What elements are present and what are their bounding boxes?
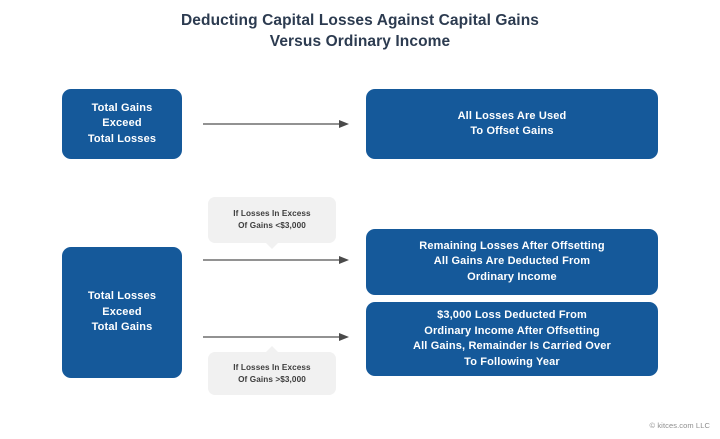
callout-tail-down <box>265 242 279 249</box>
node-total-gains-exceed-total-losses: Total Gains Exceed Total Losses <box>62 89 182 159</box>
arrow-losses-to-remaining-losses <box>203 256 349 264</box>
copyright-credit: © kitces.com LLC <box>649 421 710 430</box>
callout-line: If Losses In Excess <box>233 362 311 372</box>
node-line: Total Gains <box>91 101 153 114</box>
callout-losses-in-excess-under-3000: If Losses In Excess Of Gains <$3,000 <box>208 197 336 249</box>
node-line: Ordinary Income <box>467 270 557 283</box>
node-line: Total Gains <box>91 321 153 334</box>
arrow-losses-to-3000-deduction <box>203 333 349 341</box>
title-line-1: Deducting Capital Losses Against Capital… <box>180 12 539 29</box>
arrow-gains-to-offset <box>203 120 349 128</box>
node-line: Exceed <box>102 305 142 318</box>
node-line: Ordinary Income After Offsetting <box>424 324 600 337</box>
callout-line: Of Gains <$3,000 <box>238 221 306 230</box>
node-line: Total Losses <box>87 290 157 303</box>
node-all-losses-used-to-offset-gains: All Losses Are Used To Offset Gains <box>366 89 658 159</box>
node-line: All Gains, Remainder Is Carried Over <box>413 340 611 352</box>
node-line: Remaining Losses After Offsetting <box>419 239 605 252</box>
callout-tail-up <box>265 346 279 353</box>
node-3000-loss-deducted-remainder-carried-over: $3,000 Loss Deducted From Ordinary Incom… <box>366 302 658 376</box>
node-total-losses-exceed-total-gains: Total Losses Exceed Total Gains <box>62 247 182 378</box>
node-line: To Following Year <box>464 355 560 368</box>
node-line: $3,000 Loss Deducted From <box>437 309 587 321</box>
page-title: Deducting Capital Losses Against Capital… <box>0 10 720 52</box>
node-line: All Gains Are Deducted From <box>433 255 591 268</box>
node-line: Total Losses <box>87 132 157 145</box>
node-line: Exceed <box>102 117 142 130</box>
callout-line: Of Gains >$3,000 <box>238 374 306 384</box>
callout-losses-in-excess-over-3000: If Losses In Excess Of Gains >$3,000 <box>208 346 336 395</box>
title-line-2: Versus Ordinary Income <box>269 33 451 50</box>
callout-line: If Losses In Excess <box>233 209 311 218</box>
node-remaining-losses-deducted-from-ordinary-income: Remaining Losses After Offsetting All Ga… <box>366 229 658 295</box>
node-line: To Offset Gains <box>470 125 554 137</box>
node-line: All Losses Are Used <box>457 109 567 122</box>
